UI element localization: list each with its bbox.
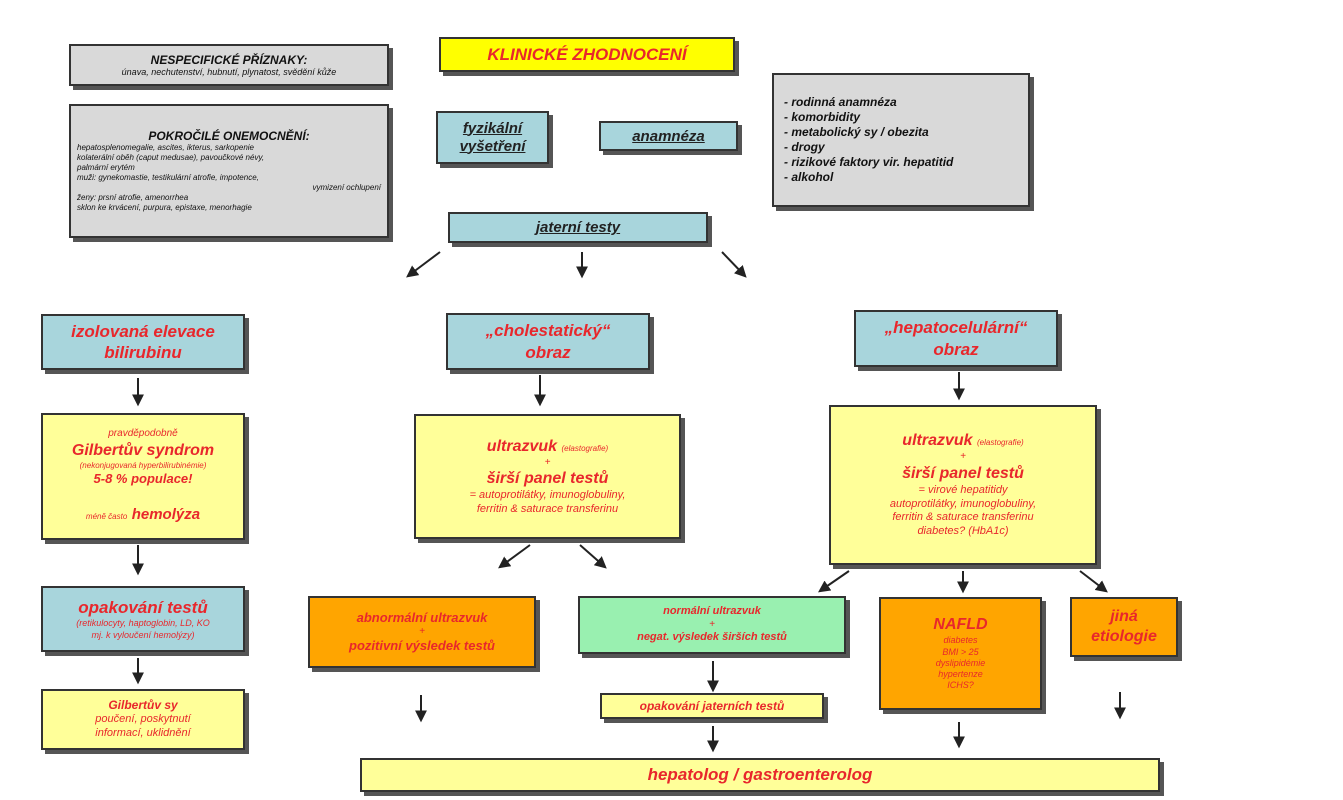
hep-us-title: ultrazvuk [902, 432, 973, 450]
advanced-disease-box: POKROČILÉ ONEMOCNĚNÍ: hepatosplenomegali… [69, 104, 389, 238]
nafld-line-3: dyslipidémie [935, 657, 986, 668]
risk-factor-3: - metabolický sy / obezita [784, 125, 929, 139]
nafld-line-5: ICHS? [947, 680, 974, 691]
nafld-line-4: hypertenze [938, 669, 983, 680]
abnormal-us-3: pozitivní výsledek testů [349, 638, 495, 654]
hepatocellular-branch-box: „hepatocelulární“ obraz [854, 310, 1058, 367]
other-etiology-2: etiologie [1091, 628, 1157, 645]
arrow-hep-left [818, 570, 850, 593]
arrow-chol-right [579, 544, 607, 569]
hepatocellular-title-1: „hepatocelulární“ [884, 318, 1028, 338]
hep-panel-3: ferritin & saturace transferinu [892, 511, 1034, 524]
liver-tests-text: jaterní testy [535, 219, 621, 236]
nonspecific-text: únava, nechutenství, hubnutí, plynatost,… [121, 67, 337, 77]
risk-factor-5: - rizikové faktory vir. hepatitid [784, 155, 954, 169]
gilbert-sy: Gilbertův sy [108, 698, 178, 713]
gilbert-counsel-1: poučení, poskytnutí [95, 713, 191, 726]
cholestatic-branch-box: „cholestatický“ obraz [446, 313, 650, 370]
physical-exam-text: fyzikální vyšetření [459, 119, 526, 155]
advanced-line-1: hepatosplenomegalie, ascites, ikterus, s… [77, 143, 254, 152]
normal-us-2: + [709, 618, 715, 630]
history-text: anamnéza [632, 127, 705, 145]
other-etiology-1: jiná [1110, 608, 1138, 625]
chol-us-title: ultrazvuk [486, 437, 558, 455]
repeat-tests-box: opakování testů (retikulocyty, haptoglob… [41, 586, 245, 652]
nonspecific-symptoms-box: NESPECIFICKÉ PŘÍZNAKY: únava, nechutenst… [69, 44, 389, 86]
chol-panel: širší panel testů [486, 470, 609, 487]
advanced-heading: POKROČILÉ ONEMOCNĚNÍ: [148, 129, 310, 143]
normal-us-box: normální ultrazvuk + negat. výsledek šir… [578, 596, 846, 654]
repeat-tests-sub-2: mj. k vyloučení hemolýzy) [91, 629, 195, 640]
hep-panel: širší panel testů [902, 464, 1024, 482]
hemolysis-less-often: méně často [85, 511, 128, 521]
gilbert-likely-box: pravděpodobně Gilbertův syndrom (nekonju… [41, 413, 245, 540]
arrow-chol-left [498, 544, 531, 569]
abnormal-us-box: abnormální ultrazvuk + pozitivní výslede… [308, 596, 536, 668]
arrow-hep-right [1079, 570, 1108, 593]
abnormal-us-1: abnormální ultrazvuk [356, 609, 488, 625]
nafld-line-1: diabetes [943, 635, 978, 646]
title-box: KLINICKÉ ZHODNOCENÍ [439, 37, 735, 72]
liver-tests-box: jaterní testy [448, 212, 708, 243]
advanced-line-6: ženy: prsní atrofie, amenorrhea [77, 193, 189, 202]
bilirubin-title-2: bilirubinu [104, 343, 182, 362]
arrow-tests-right [721, 251, 747, 278]
advanced-line-5: vymizení ochlupení [312, 183, 381, 192]
repeat-liver-tests-text: opakování jaterních testů [639, 699, 785, 713]
gilbert-counsel-2: informací, uklidnění [95, 727, 191, 739]
cholestatic-title-1: „cholestatický“ [485, 321, 611, 341]
hep-panel-4: diabetes? (HbA1c) [917, 525, 1009, 537]
advanced-line-7: sklon ke krvácení, purpura, epistaxe, me… [77, 203, 252, 212]
history-box: anamnéza [599, 121, 738, 151]
physical-exam-box: fyzikální vyšetření [436, 111, 549, 164]
risk-factor-4: - drogy [784, 140, 825, 154]
gilbert-counsel-box: Gilbertův sy poučení, poskytnutí informa… [41, 689, 245, 750]
advanced-line-2: kolaterální oběh (caput medusae), pavouč… [77, 153, 265, 162]
normal-us-3: negat. výsledek širších testů [637, 631, 787, 644]
arrow-tests-left [406, 251, 441, 278]
final-referral-text: hepatolog / gastroenterolog [647, 765, 873, 784]
bilirubin-title-1: izolovaná elevace [71, 321, 215, 341]
hemolysis: hemolýza [131, 505, 201, 523]
nafld-title: NAFLD [933, 616, 988, 634]
hep-panel-1: = virové hepatitidy [918, 483, 1008, 496]
risk-factor-2: - komorbidity [784, 110, 861, 124]
gilbert-probably: pravděpodobně [108, 428, 178, 440]
advanced-line-4: muži: gynekomastie, testikulární atrofie… [77, 173, 259, 182]
bilirubin-branch-box: izolovaná elevace bilirubinu [41, 314, 245, 370]
risk-factors-box: - rodinná anamnéza - komorbidity - metab… [772, 73, 1030, 207]
chol-plus: + [544, 456, 551, 468]
gilbert-syndrome: Gilbertův syndrom [71, 441, 215, 459]
title-text: KLINICKÉ ZHODNOCENÍ [487, 44, 687, 64]
hepatocellular-workup-box: ultrazvuk (elastografie) + širší panel t… [829, 405, 1097, 565]
chol-panel-1: = autoprotilátky, imunoglobuliny, [469, 489, 626, 501]
hepatocellular-title-2: obraz [933, 339, 979, 359]
cholestatic-workup-box: ultrazvuk (elastografie) + širší panel t… [414, 414, 681, 539]
cholestatic-title-2: obraz [525, 342, 571, 362]
repeat-tests-sub-1: (retikulocyty, haptoglobin, LD, KO [76, 618, 210, 629]
repeat-tests-title: opakování testů [78, 598, 208, 618]
repeat-liver-tests-box: opakování jaterních testů [600, 693, 824, 719]
gilbert-population: 5-8 % populace! [93, 470, 193, 486]
nonspecific-heading: NESPECIFICKÉ PŘÍZNAKY: [150, 53, 308, 67]
advanced-line-3: palmární erytém [77, 163, 135, 172]
final-referral-box: hepatolog / gastroenterolog [360, 758, 1160, 792]
nafld-box: NAFLD diabetes BMI > 25 dyslipidémie hyp… [879, 597, 1042, 710]
chol-us-elastography: (elastografie) [561, 443, 609, 453]
hep-us-elastography: (elastografie) [977, 438, 1024, 448]
hep-plus: + [960, 451, 966, 463]
other-etiology-box: jiná etiologie [1070, 597, 1178, 657]
risk-factor-1: - rodinná anamnéza [784, 95, 897, 109]
chol-panel-2: ferritin & saturace transferinu [476, 502, 619, 515]
risk-factor-6: - alkohol [784, 170, 834, 184]
hep-panel-2: autoprotilátky, imunoglobuliny, [889, 497, 1037, 510]
abnormal-us-2: + [419, 625, 425, 637]
normal-us-1: normální ultrazvuk [663, 605, 761, 617]
gilbert-unconjugated: (nekonjugovaná hyperbilirubinémie) [79, 460, 207, 470]
nafld-line-2: BMI > 25 [942, 646, 979, 657]
